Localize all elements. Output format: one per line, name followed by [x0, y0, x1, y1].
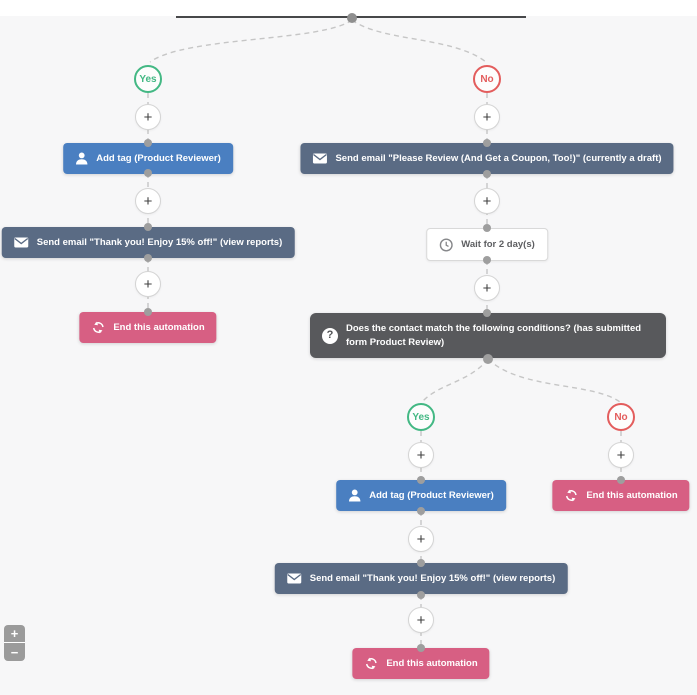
node-label: End this automation	[113, 322, 205, 333]
end-automation-icon	[91, 321, 105, 334]
zoom-in-button[interactable]: +	[4, 625, 25, 643]
add-step-button[interactable]: +	[474, 188, 500, 214]
person-icon	[75, 152, 88, 165]
node-send-email-draft[interactable]: Send email "Please Review (And Get a Cou…	[300, 143, 674, 174]
question-icon: ?	[322, 327, 338, 344]
node-add-tag[interactable]: Add tag (Product Reviewer)	[336, 480, 506, 511]
zoom-controls: + −	[4, 625, 25, 661]
node-label: End this automation	[586, 490, 678, 501]
node-end-automation[interactable]: End this automation	[79, 312, 217, 343]
node-label: Wait for 2 day(s)	[461, 239, 535, 250]
node-send-email-thanks[interactable]: Send email "Thank you! Enjoy 15% off!" (…	[1, 227, 295, 258]
node-end-automation[interactable]: End this automation	[352, 648, 490, 679]
node-label: Send email "Please Review (And Get a Cou…	[335, 153, 662, 164]
add-step-button[interactable]: +	[135, 104, 161, 130]
node-label: Does the contact match the following con…	[346, 322, 642, 348]
clock-icon	[439, 237, 453, 252]
zoom-out-button[interactable]: −	[4, 643, 25, 661]
end-automation-icon	[564, 489, 578, 502]
add-step-button[interactable]: +	[474, 104, 500, 130]
add-step-button[interactable]: +	[135, 271, 161, 297]
node-send-email-thanks[interactable]: Send email "Thank you! Enjoy 15% off!" (…	[274, 563, 568, 594]
envelope-icon	[287, 573, 302, 584]
top-header-strip	[0, 0, 697, 16]
add-step-button[interactable]: +	[608, 442, 634, 468]
envelope-icon	[312, 153, 327, 164]
person-icon	[348, 489, 361, 502]
node-add-tag[interactable]: Add tag (Product Reviewer)	[63, 143, 233, 174]
node-wait[interactable]: Wait for 2 day(s)	[426, 228, 548, 261]
add-step-button[interactable]: +	[135, 188, 161, 214]
node-label: Send email "Thank you! Enjoy 15% off!" (…	[36, 237, 283, 248]
node-condition[interactable]: ? Does the contact match the following c…	[310, 313, 666, 358]
add-step-button[interactable]: +	[474, 275, 500, 301]
add-step-button[interactable]: +	[408, 607, 434, 633]
end-automation-icon	[364, 657, 378, 670]
branch-no-label: No	[607, 403, 635, 431]
add-step-button[interactable]: +	[408, 526, 434, 552]
parent-node-partial-edge[interactable]	[176, 16, 526, 18]
branch-yes-label: Yes	[407, 403, 435, 431]
node-end-automation[interactable]: End this automation	[552, 480, 690, 511]
node-label: Send email "Thank you! Enjoy 15% off!" (…	[309, 573, 556, 584]
node-label: Add tag (Product Reviewer)	[96, 153, 221, 164]
node-label: Add tag (Product Reviewer)	[369, 490, 494, 501]
node-label: End this automation	[386, 658, 478, 669]
envelope-icon	[14, 237, 29, 248]
add-step-button[interactable]: +	[408, 442, 434, 468]
branch-yes-label: Yes	[134, 65, 162, 93]
branch-no-label: No	[473, 65, 501, 93]
